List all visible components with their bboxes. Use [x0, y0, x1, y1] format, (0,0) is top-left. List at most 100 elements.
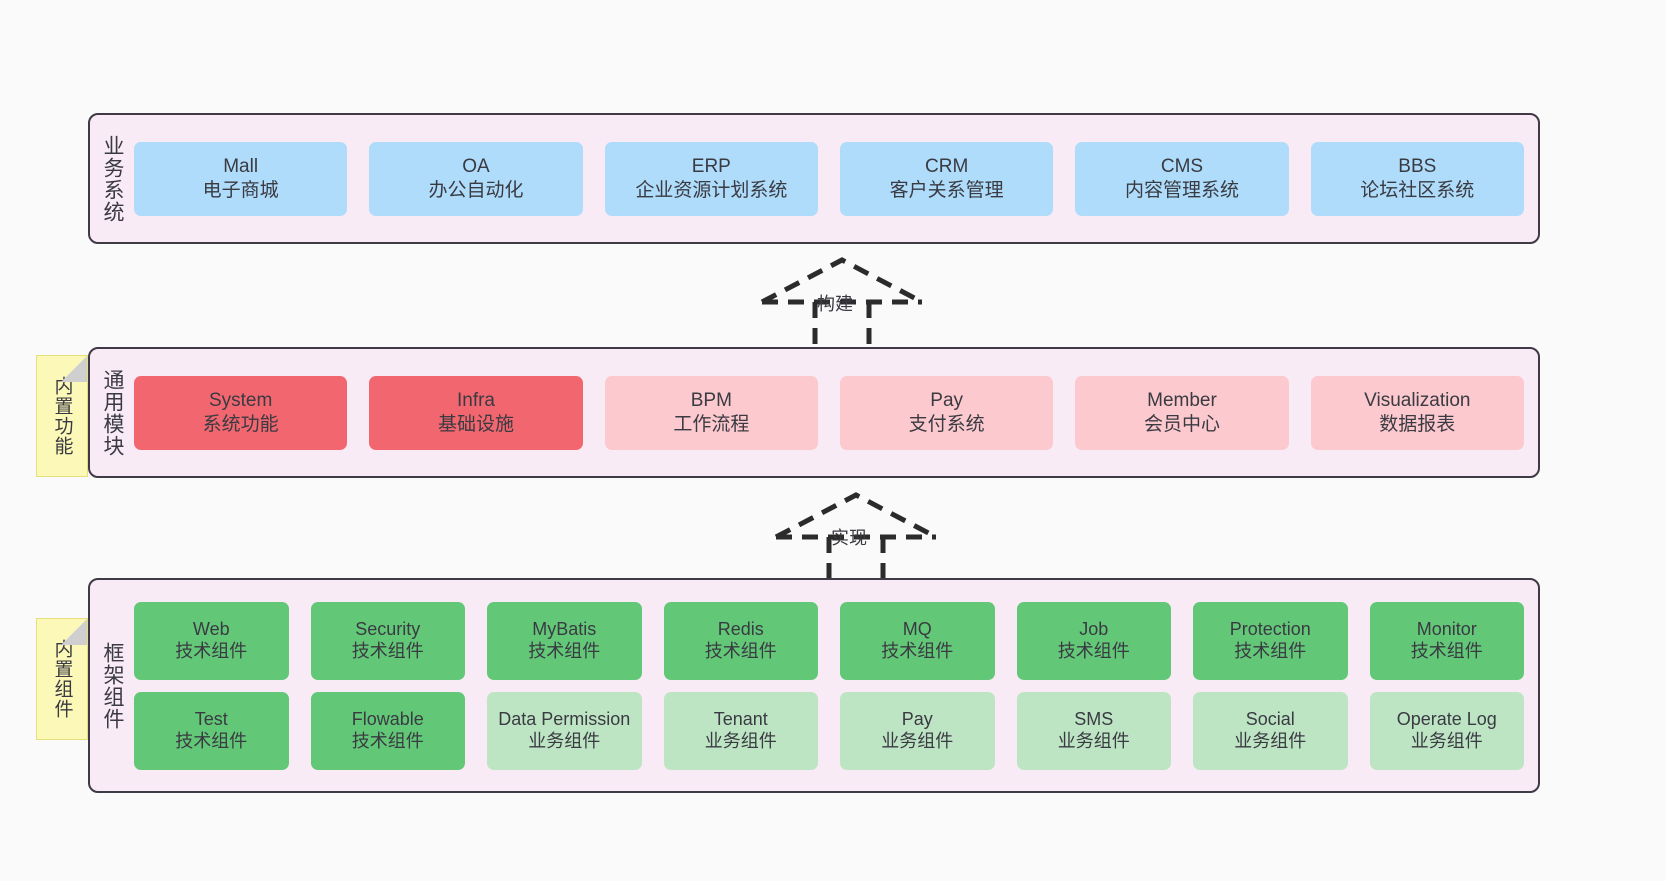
node-mq-desc: 技术组件 — [881, 640, 954, 661]
node-monitor-desc: 技术组件 — [1410, 640, 1483, 661]
node-protection-name: Protection — [1229, 618, 1311, 639]
node-social[interactable]: Social 业务组件 — [1193, 691, 1348, 770]
node-bpm[interactable]: BPM 工作流程 — [604, 375, 818, 450]
node-crm[interactable]: CRM 客户关系管理 — [839, 141, 1054, 216]
node-mq-name: MQ — [902, 618, 932, 639]
node-mall-desc: 电子商城 — [202, 179, 279, 201]
layer-common-modules: 通用模块 System 系统功能 Infra 基础设施 BPM 工作流程 Pay… — [88, 347, 1540, 478]
node-oa-desc: 办公自动化 — [428, 179, 524, 201]
note-builtin-components-label: 内置组件 — [51, 639, 73, 719]
layer-framework-components: 框架组件 Web 技术组件 Security 技术组件 MyBatis 技术组件… — [88, 578, 1540, 793]
node-monitor[interactable]: Monitor 技术组件 — [1369, 601, 1524, 680]
node-mq[interactable]: MQ 技术组件 — [840, 601, 995, 680]
node-system[interactable]: System 系统功能 — [134, 375, 348, 450]
layer-business-systems: 业务系统 Mall 电子商城 OA 办公自动化 ERP 企业资源计划系统 CRM… — [88, 113, 1540, 244]
node-mybatis[interactable]: MyBatis 技术组件 — [487, 601, 642, 680]
node-job[interactable]: Job 技术组件 — [1016, 601, 1171, 680]
node-bbs-desc: 论坛社区系统 — [1360, 179, 1475, 201]
node-bpm-name: BPM — [690, 390, 732, 412]
node-web-name: Web — [192, 618, 230, 639]
node-pay-component[interactable]: Pay 业务组件 — [840, 691, 995, 770]
node-redis-desc: 技术组件 — [704, 640, 777, 661]
node-web-desc: 技术组件 — [175, 640, 248, 661]
node-monitor-name: Monitor — [1416, 618, 1477, 639]
node-operate-log-name: Operate Log — [1396, 708, 1497, 729]
node-security-name: Security — [355, 618, 421, 639]
layer-common-modules-title: 通用模块 — [101, 368, 125, 457]
node-bpm-desc: 工作流程 — [673, 413, 750, 435]
connector-build-label: 构建 — [817, 294, 853, 314]
node-member-desc: 会员中心 — [1143, 413, 1220, 435]
node-sms[interactable]: SMS 业务组件 — [1016, 691, 1171, 770]
layer-business-systems-title: 业务系统 — [101, 134, 125, 223]
node-erp[interactable]: ERP 企业资源计划系统 — [604, 141, 818, 216]
common-modules-row: System 系统功能 Infra 基础设施 BPM 工作流程 Pay 支付系统… — [134, 375, 1524, 450]
node-test[interactable]: Test 技术组件 — [134, 691, 289, 770]
node-bbs[interactable]: BBS 论坛社区系统 — [1310, 141, 1524, 216]
node-infra-name: Infra — [456, 390, 495, 412]
node-erp-desc: 企业资源计划系统 — [635, 179, 788, 201]
node-oa-name: OA — [462, 156, 490, 178]
node-flowable-name: Flowable — [351, 708, 424, 729]
layer-common-modules-body: System 系统功能 Infra 基础设施 BPM 工作流程 Pay 支付系统… — [134, 349, 1538, 476]
layer-framework-components-title: 框架组件 — [101, 641, 125, 730]
node-crm-desc: 客户关系管理 — [889, 179, 1004, 201]
node-visualization[interactable]: Visualization 数据报表 — [1310, 375, 1524, 450]
node-security-desc: 技术组件 — [351, 640, 424, 661]
node-oa[interactable]: OA 办公自动化 — [369, 141, 583, 216]
node-mall-name: Mall — [223, 156, 259, 178]
node-operate-log[interactable]: Operate Log 业务组件 — [1369, 691, 1524, 770]
node-tenant-name: Tenant — [713, 708, 768, 729]
node-cms-name: CMS — [1160, 156, 1204, 178]
node-infra[interactable]: Infra 基础设施 — [369, 375, 583, 450]
node-system-name: System — [208, 390, 273, 412]
node-flowable[interactable]: Flowable 技术组件 — [310, 691, 465, 770]
node-system-desc: 系统功能 — [202, 413, 279, 435]
node-mall[interactable]: Mall 电子商城 — [134, 141, 348, 216]
connector-implement-label: 实现 — [831, 528, 867, 548]
node-social-name: Social — [1245, 708, 1295, 729]
layer-framework-components-body: Web 技术组件 Security 技术组件 MyBatis 技术组件 Redi… — [134, 580, 1538, 791]
node-mybatis-desc: 技术组件 — [528, 640, 601, 661]
node-mybatis-name: MyBatis — [532, 618, 597, 639]
node-data-permission-desc: 业务组件 — [528, 730, 601, 751]
node-data-permission-name: Data Permission — [498, 708, 631, 729]
node-crm-name: CRM — [925, 156, 969, 178]
node-cms-desc: 内容管理系统 — [1124, 179, 1239, 201]
connector-implement-arrow-icon — [774, 492, 938, 588]
node-operate-log-desc: 业务组件 — [1410, 730, 1483, 751]
node-test-name: Test — [194, 708, 228, 729]
framework-tech-row: Web 技术组件 Security 技术组件 MyBatis 技术组件 Redi… — [134, 601, 1524, 680]
node-social-desc: 业务组件 — [1234, 730, 1307, 751]
node-infra-desc: 基础设施 — [437, 413, 514, 435]
layer-business-systems-body: Mall 电子商城 OA 办公自动化 ERP 企业资源计划系统 CRM 客户关系… — [134, 115, 1538, 242]
note-builtin-components: 内置组件 — [36, 618, 88, 740]
node-job-desc: 技术组件 — [1057, 640, 1130, 661]
node-redis-name: Redis — [717, 618, 764, 639]
node-sms-name: SMS — [1074, 708, 1114, 729]
note-builtin-functions: 内置功能 — [36, 355, 88, 477]
node-web[interactable]: Web 技术组件 — [134, 601, 289, 680]
node-member[interactable]: Member 会员中心 — [1075, 375, 1289, 450]
node-bbs-name: BBS — [1398, 156, 1437, 178]
node-member-name: Member — [1147, 390, 1217, 412]
note-builtin-functions-label: 内置功能 — [51, 376, 73, 456]
node-data-permission[interactable]: Data Permission 业务组件 — [487, 691, 642, 770]
node-cms[interactable]: CMS 内容管理系统 — [1075, 141, 1289, 216]
node-tenant[interactable]: Tenant 业务组件 — [663, 691, 818, 770]
node-redis[interactable]: Redis 技术组件 — [663, 601, 818, 680]
node-tenant-desc: 业务组件 — [704, 730, 777, 751]
node-security[interactable]: Security 技术组件 — [310, 601, 465, 680]
node-job-name: Job — [1079, 618, 1109, 639]
node-flowable-desc: 技术组件 — [351, 730, 424, 751]
connector-implement — [766, 489, 946, 594]
node-pay-component-name: Pay — [901, 708, 933, 729]
node-protection[interactable]: Protection 技术组件 — [1193, 601, 1348, 680]
framework-biz-row: Test 技术组件 Flowable 技术组件 Data Permission … — [134, 691, 1524, 770]
node-pay-component-desc: 业务组件 — [881, 730, 954, 751]
node-pay-module[interactable]: Pay 支付系统 — [839, 375, 1054, 450]
node-pay-module-name: Pay — [930, 390, 964, 412]
node-test-desc: 技术组件 — [175, 730, 248, 751]
node-visualization-name: Visualization — [1364, 390, 1471, 412]
